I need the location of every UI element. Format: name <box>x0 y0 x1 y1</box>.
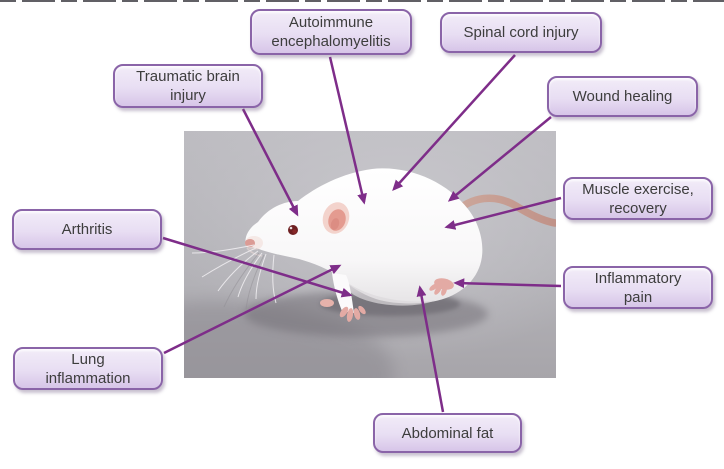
label-box-muscle-exercise-recovery: Muscle exercise, recovery <box>563 177 713 220</box>
label-text: Autoimmune encephalomyelitis <box>271 14 391 50</box>
label-box-wound-healing: Wound healing <box>547 76 698 117</box>
label-box-lung-inflammation: Lung inflammation <box>13 347 163 390</box>
rat-far-front-paw <box>320 299 334 307</box>
rat-ear <box>322 202 350 234</box>
label-text: Abdominal fat <box>401 424 494 442</box>
label-box-arthritis: Arthritis <box>12 209 162 250</box>
label-text: Wound healing <box>572 88 673 105</box>
rat-illustration <box>184 131 556 378</box>
rat-belly-shading <box>341 278 436 306</box>
rat-body <box>245 168 483 304</box>
label-text: Spinal cord injury <box>463 24 579 41</box>
label-text: Muscle exercise, recovery <box>582 180 694 217</box>
label-box-traumatic-brain-injury: Traumatic brain injury <box>113 64 263 108</box>
label-box-inflammatory-pain: Inflammatory pain <box>563 266 713 309</box>
label-box-spinal-cord-injury: Spinal cord injury <box>440 12 602 53</box>
figure-top-border <box>0 0 724 2</box>
label-text: Lung inflammation <box>45 350 131 387</box>
label-text: Traumatic brain injury <box>136 68 240 104</box>
label-box-autoimmune-encephalomyelitis: Autoimmune encephalomyelitis <box>250 9 412 55</box>
label-text: Inflammatory pain <box>594 269 682 306</box>
rat-photo <box>184 131 556 378</box>
label-box-abdominal-fat: Abdominal fat <box>373 413 522 453</box>
label-text: Arthritis <box>61 221 113 238</box>
rat-front-paw <box>339 305 366 322</box>
rat-eye <box>288 225 298 235</box>
